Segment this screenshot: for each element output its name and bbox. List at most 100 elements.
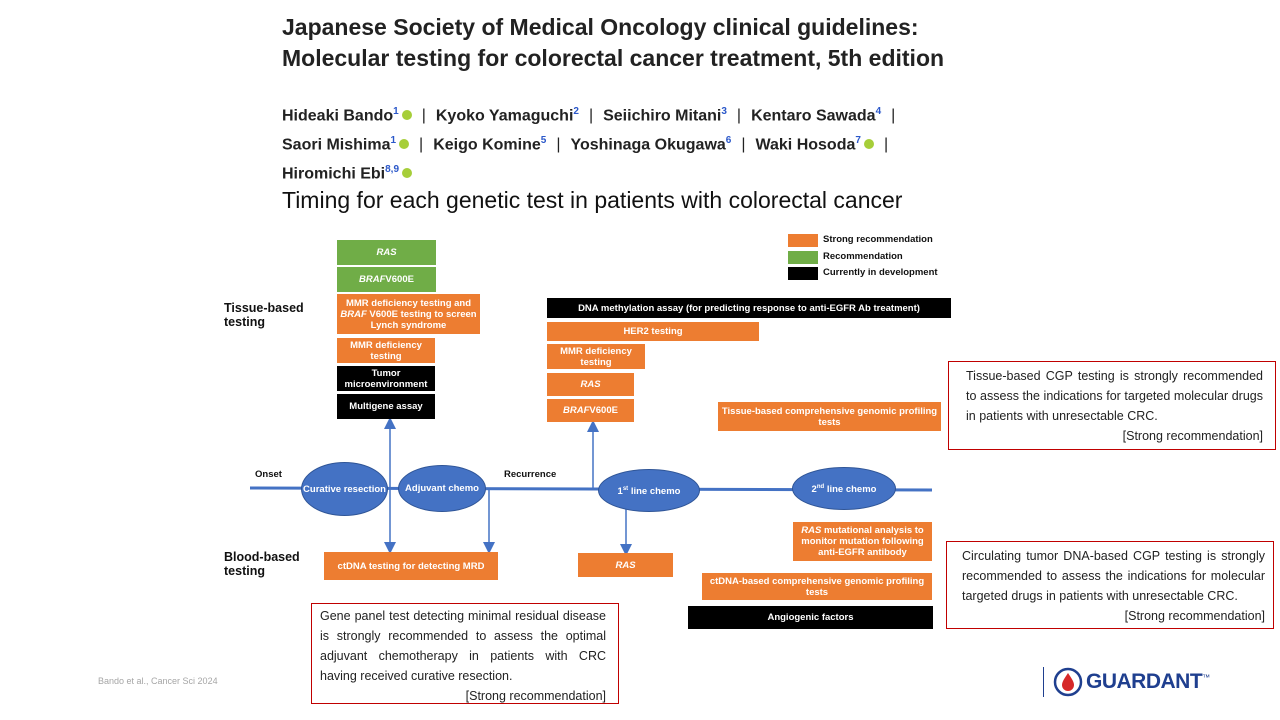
trademark-mark: ™ (1202, 673, 1210, 682)
orcid-icon[interactable] (402, 167, 413, 178)
recommendation-strength: [Strong recommendation] (465, 689, 606, 703)
affiliation-number: 1 (393, 106, 399, 117)
affiliation-number: 3 (721, 106, 727, 117)
author-name: Seiichiro Mitani (603, 107, 722, 125)
separator: | (419, 136, 424, 154)
orcid-icon[interactable] (863, 138, 874, 149)
test-ras-mutational-monitoring: RAS mutational analysis to monitor mutat… (793, 522, 932, 561)
test-mmr-deficiency: MMR deficiency testing (337, 338, 435, 363)
affiliation-number: 6 (725, 134, 732, 146)
ordinal-suffix: st (622, 485, 629, 492)
row-label-blood: Blood-based testing (224, 550, 300, 578)
author-row: Saori Mishima1|Keigo Komine5|Yoshinaga O… (282, 129, 905, 158)
brand-divider (1043, 667, 1044, 697)
recommendation-text: Circulating tumor DNA-based CGP testing … (962, 549, 1265, 603)
stage-curative-resection: Curative resection (301, 462, 388, 516)
gene-name: BRAF (359, 274, 386, 285)
recommendation-strength: [Strong recommendation] (1124, 609, 1265, 623)
separator: | (883, 136, 889, 154)
test-tumor-microenvironment: Tumor microenvironment (337, 366, 435, 391)
separator: | (421, 107, 426, 125)
recommendation-strength: [Strong recommendation] (1122, 429, 1263, 443)
title-line-2: Molecular testing for colorectal cancer … (282, 45, 945, 71)
author-row: Hiromichi Ebi8,9 (282, 158, 905, 187)
recommendation-text: Gene panel test detecting minimal residu… (320, 609, 606, 683)
title-line-1: Japanese Society of Medical Oncology cli… (282, 14, 919, 40)
author-row: Hideaki Bando1 | Kyoko Yamaguchi2 | Seiichir… (282, 100, 905, 129)
author-name: Keigo Komine (433, 136, 541, 154)
test-tissue-cgp: Tissue-based comprehensive genomic profi… (718, 402, 941, 431)
gene-name: BRAF (563, 405, 590, 416)
recommendation-text: Tissue-based CGP testing is strongly rec… (966, 369, 1263, 423)
recommendation-tissue-cgp: Tissue-based CGP testing is strongly rec… (948, 361, 1276, 450)
author-list: Hideaki Bando1 | Kyoko Yamaguchi2 | Seiichir… (282, 100, 905, 186)
legend-swatch-recommendation (788, 251, 818, 264)
event-onset: Onset (255, 469, 282, 480)
brand-name: GUARDANT™ (1086, 670, 1210, 694)
affiliation-number: 8,9 (385, 163, 400, 175)
stage-text: line chemo (630, 486, 681, 498)
gene-name: BRAF (340, 308, 367, 320)
stage-second-line-chemo: 2nd line chemo (792, 467, 896, 510)
separator: | (736, 107, 742, 125)
test-dna-methylation: DNA methylation assay (for predicting re… (547, 298, 951, 318)
test-her2: HER2 testing (547, 322, 759, 341)
author-name: Saori Mishima (282, 136, 391, 154)
separator: | (741, 136, 746, 154)
ordinal-number: 1 (617, 486, 623, 498)
legend-label-development: Currently in development (823, 267, 938, 278)
author-name: Yoshinaga Okugawa (570, 136, 726, 154)
test-ras-blood: RAS (578, 553, 673, 577)
orcid-icon[interactable] (401, 110, 412, 121)
author-name: Kentaro Sawada (751, 107, 876, 125)
test-angiogenic-factors: Angiogenic factors (688, 606, 933, 629)
test-multigene-assay: Multigene assay (337, 394, 435, 419)
separator: | (891, 107, 896, 125)
ordinal-suffix: nd (816, 483, 825, 490)
label-part: mutational analysis to monitor mutation … (801, 525, 924, 558)
label-part: V600E testing to screen Lynch syndrome (366, 308, 477, 331)
stage-adjuvant-chemo: Adjuvant chemo (398, 465, 486, 512)
test-ctdna-mrd: ctDNA testing for detecting MRD (324, 552, 498, 580)
author-name: Hideaki Bando (282, 107, 394, 125)
affiliation-number: 4 (875, 106, 882, 117)
test-braf-v600e: BRAF V600E (337, 267, 436, 292)
test-braf-recurrence: BRAF V600E (547, 399, 634, 422)
stage-first-line-chemo: 1st line chemo (598, 469, 700, 512)
legend-swatch-development (788, 267, 818, 280)
legend-label-strong: Strong recommendation (823, 234, 933, 245)
stage-label: 2nd line chemo (812, 482, 877, 495)
test-ras-tissue: RAS (337, 240, 436, 265)
separator: | (556, 136, 561, 154)
legend-swatch-strong (788, 234, 818, 247)
stage-text: line chemo (826, 484, 877, 496)
author-name: Hiromichi Ebi (282, 164, 386, 182)
diagram-title: Timing for each genetic test in patients… (282, 187, 903, 213)
test-ras-recurrence: RAS (547, 373, 634, 396)
gene-name: RAS (801, 525, 822, 536)
test-label: RAS mutational analysis to monitor mutat… (796, 525, 929, 558)
test-ctdna-cgp: ctDNA-based comprehensive genomic profil… (702, 573, 932, 600)
paper-title: Japanese Society of Medical Oncology cli… (282, 12, 944, 74)
event-recurrence: Recurrence (504, 469, 557, 480)
orcid-icon[interactable] (399, 138, 410, 149)
citation: Bando et al., Cancer Sci 2024 (98, 676, 218, 686)
affiliation-number: 2 (573, 106, 579, 117)
test-mmr-deficiency-recurrence: MMR deficiency testing (547, 344, 645, 369)
stage-label: 1st line chemo (618, 484, 681, 497)
legend-label-recommendation: Recommendation (823, 251, 903, 262)
affiliation-number: 7 (855, 134, 861, 146)
variant-name: V600E (385, 274, 414, 285)
recommendation-mrd: Gene panel test detecting minimal residu… (311, 603, 619, 704)
separator: | (588, 107, 594, 125)
brand-text: GUARDANT (1086, 670, 1203, 693)
row-label-tissue: Tissue-based testing (224, 301, 304, 329)
recommendation-ctdna-cgp: Circulating tumor DNA-based CGP testing … (946, 541, 1274, 629)
label-part: MMR deficiency testing and (345, 297, 472, 309)
variant-name: V600E (589, 405, 618, 416)
guardant-logo-icon (1053, 667, 1083, 697)
author-name: Waki Hosoda (755, 136, 856, 154)
author-name: Kyoko Yamaguchi (435, 107, 574, 125)
